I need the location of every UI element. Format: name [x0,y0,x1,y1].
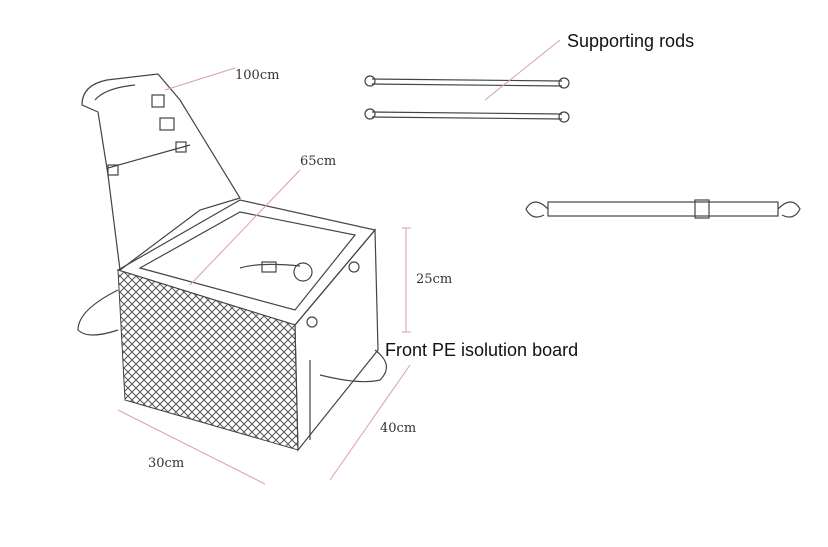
supporting-rods-label: Supporting rods [567,31,694,51]
belt-dimension-line [189,169,301,286]
height-label: 25cm [416,272,452,287]
depth-dimension-line [329,364,411,481]
adjustable-strap [525,199,801,219]
belt-length-label: 65cm [300,154,336,169]
width-dimension-line [117,409,266,485]
pet-car-seat [77,73,387,452]
strap-length-label: 100cm [235,68,279,83]
supporting-rod-2 [364,108,570,123]
strap-dimension-line [164,67,236,91]
width-label: 30cm [148,456,184,471]
supporting-rod-1 [364,75,570,89]
rods-leader-line [484,39,561,101]
front-board-label: Front PE isolution board [385,340,578,360]
depth-label: 40cm [380,421,416,436]
